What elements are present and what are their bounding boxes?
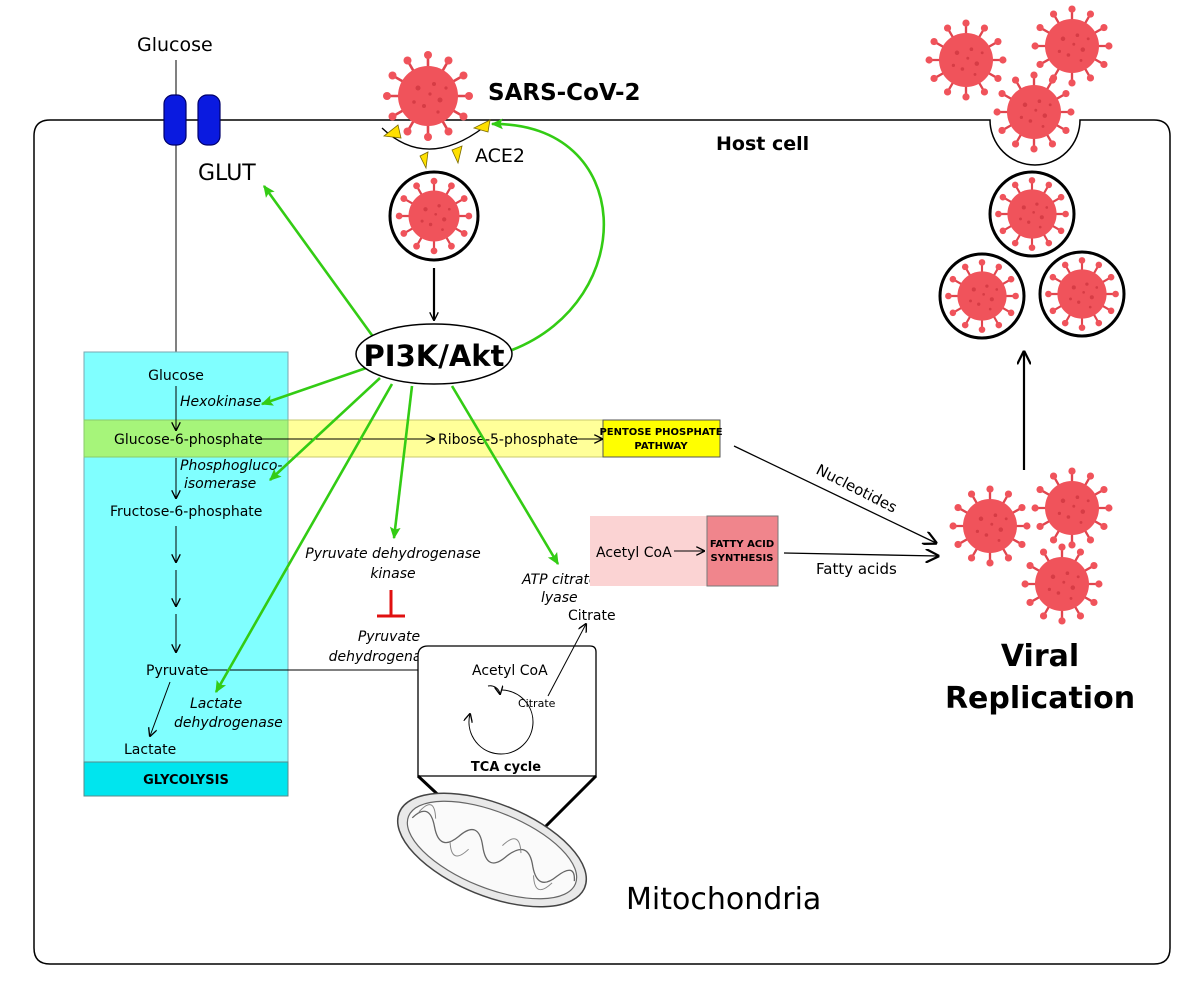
pi3k-to-pdk-arrow bbox=[389, 385, 414, 540]
lactate-label: Lactate bbox=[124, 742, 176, 758]
fas-acetylcoa: Acetyl CoA bbox=[596, 545, 672, 561]
glut-label: GLUT bbox=[198, 161, 256, 186]
virus-released-2 bbox=[1030, 4, 1114, 88]
ldh-label-line2: dehydrogenase bbox=[174, 715, 283, 731]
glut-channel-right bbox=[197, 94, 221, 146]
pi3k-akt-node bbox=[355, 323, 513, 385]
fatty-acids-label: Fatty acids bbox=[816, 560, 897, 578]
pi3k-to-glut-arrow bbox=[262, 185, 376, 339]
tca-title: TCA cycle bbox=[471, 760, 541, 775]
g6p-label: Glucose-6-phosphate bbox=[114, 432, 263, 448]
glucose-outside-label: Glucose bbox=[137, 34, 213, 56]
nucleotides-arrow bbox=[733, 445, 936, 543]
pi3k-activation-arrows bbox=[214, 118, 605, 694]
fas-label-line1: FATTY ACID bbox=[710, 539, 774, 550]
citrate-export-arrow bbox=[547, 624, 586, 697]
virus-replicating-1 bbox=[1030, 466, 1114, 550]
ldh-label-line1: Lactate bbox=[190, 696, 242, 712]
tca-citrate-inner: Citrate bbox=[518, 697, 556, 710]
fatty-acids-arrow bbox=[783, 553, 938, 556]
pi3k-to-ldh-arrow bbox=[214, 383, 394, 694]
ace2-label: ACE2 bbox=[475, 145, 525, 167]
f6p-label: Fructose-6-phosphate bbox=[110, 504, 262, 520]
acly-label-line1: ATP citrate bbox=[521, 572, 598, 588]
ppp-label-line1: PENTOSE PHOSPHATE bbox=[599, 427, 722, 438]
mitochondria-label: Mitochondria bbox=[626, 882, 821, 917]
glycolysis-glucose: Glucose bbox=[148, 368, 204, 384]
fas-dark-box bbox=[706, 515, 779, 587]
glycolysis-header bbox=[83, 761, 289, 797]
fas-label-line2: SYNTHESIS bbox=[711, 553, 774, 564]
acly-label-line2: lyase bbox=[541, 590, 578, 606]
pdk-label-line1: Pyruvate dehydrogenase bbox=[305, 546, 481, 562]
tca-cycle-arc bbox=[469, 689, 534, 755]
pi3k-to-acly-arrow bbox=[450, 385, 560, 566]
virus-replicating-3 bbox=[1020, 542, 1104, 626]
virus-released-3 bbox=[992, 70, 1076, 154]
viral-replication-line2: Replication bbox=[945, 681, 1135, 716]
ppp-label-box bbox=[602, 419, 721, 458]
pgi-label-line2: isomerase bbox=[184, 476, 256, 492]
pi3k-to-pgi-arrow bbox=[269, 377, 381, 481]
tca-acetylcoa: Acetyl CoA bbox=[472, 663, 548, 679]
pgi-label-line1: Phosphogluco- bbox=[180, 458, 282, 474]
pi3k-to-hexokinase-arrow bbox=[260, 364, 373, 406]
host-cell-label: Host cell bbox=[716, 133, 809, 155]
pdk-inhibition-symbol bbox=[377, 590, 405, 618]
sars-cov-2-label: SARS-CoV-2 bbox=[488, 80, 641, 106]
citrate-out-label: Citrate bbox=[568, 608, 616, 624]
pyruvate-label: Pyruvate bbox=[146, 663, 208, 679]
r5p-label: Ribose-5-phosphate bbox=[438, 432, 578, 448]
pyruvate-to-lactate-arrow bbox=[150, 681, 171, 736]
virus-replicating-2 bbox=[948, 484, 1032, 568]
host-cell-membrane bbox=[33, 119, 1171, 965]
pdk-label-line2: kinase bbox=[370, 566, 415, 582]
pdh-label-line1: Pyruvate bbox=[358, 629, 420, 645]
viral-replication-line1: Viral bbox=[1001, 639, 1079, 674]
hexokinase-label: Hexokinase bbox=[180, 394, 261, 410]
ace2-receptors bbox=[382, 119, 491, 170]
glycolysis-title: GLYCOLYSIS bbox=[143, 773, 229, 788]
nucleotides-label: Nucleotides bbox=[813, 461, 900, 517]
g6p-highlight bbox=[83, 419, 289, 458]
tca-cycle-arc-top bbox=[487, 686, 500, 694]
virus-released-1 bbox=[924, 18, 1008, 102]
pdh-label-line2: dehydrogenase bbox=[329, 649, 438, 665]
glut-channel-left bbox=[163, 94, 187, 146]
pi3k-to-ace2-arrow bbox=[490, 118, 605, 352]
ppp-label-line2: PATHWAY bbox=[634, 441, 688, 452]
pi3k-akt-label: PI3K/Akt bbox=[364, 339, 505, 373]
mitochondria bbox=[396, 792, 588, 908]
